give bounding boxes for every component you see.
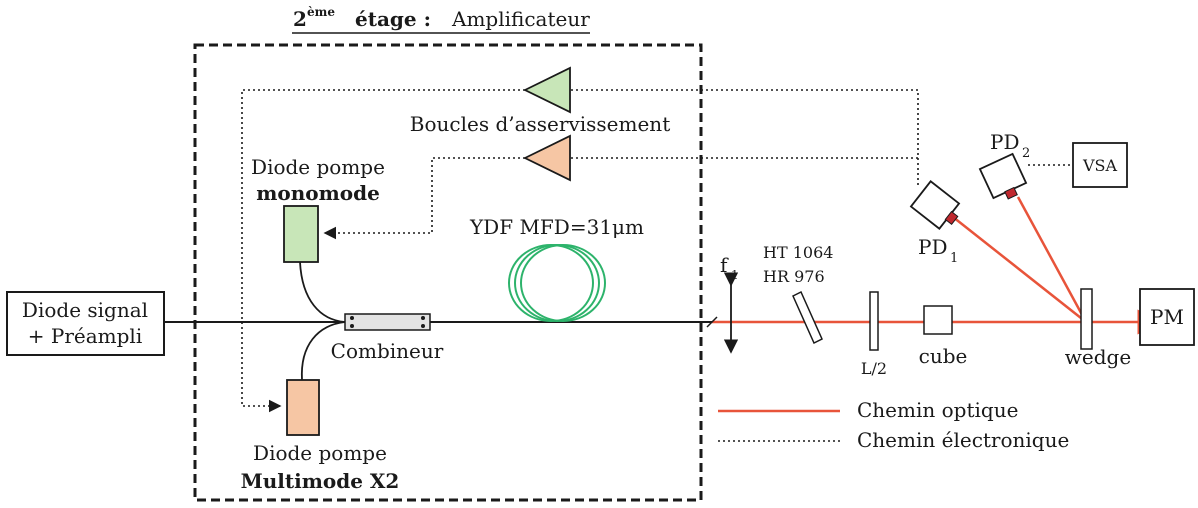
wedge-rect	[1080, 288, 1093, 350]
amplifier-stage-box	[193, 43, 703, 502]
coil-loop-2	[508, 244, 594, 322]
fiber-label: YDF MFD=31μm	[469, 215, 644, 239]
pump-mono-label-2: monomode	[256, 181, 380, 205]
electronic-paths	[241, 89, 1073, 413]
signal-diode-rect	[6, 291, 165, 356]
pd2-tip	[1004, 186, 1018, 200]
vsa-label: VSA	[1082, 156, 1118, 175]
mirror-plate	[792, 290, 823, 345]
coil-loop-3	[520, 244, 606, 322]
combiner-label: Combineur	[331, 339, 444, 363]
stage-title-name: Amplificateur	[451, 7, 590, 31]
pump-mono-label-1: Diode pompe	[251, 155, 385, 179]
stage-title-number: 2	[293, 7, 307, 31]
pd1-label: PD	[918, 235, 948, 259]
dichroic-mirror: HT 1064 HR 976	[763, 243, 833, 345]
pm-rect	[1139, 288, 1195, 346]
wedge-label: wedge	[1065, 345, 1131, 369]
pd2-sub: 2	[1022, 146, 1030, 161]
pump-multi-label-1: Diode pompe	[253, 441, 387, 465]
coil-loop-1	[514, 244, 600, 322]
multi-pump-fiber	[301, 321, 346, 381]
signal-diode-label-2: + Préampli	[28, 324, 142, 348]
vsa-box: VSA	[1072, 142, 1128, 188]
mirror-label-1: HT 1064	[763, 243, 833, 262]
beam-to-pd2	[1016, 196, 1088, 323]
feedback-amp-orange	[522, 134, 571, 182]
pump-multi-rect	[286, 379, 320, 436]
pump-multi-label-2: Multimode X2	[241, 469, 400, 493]
stage-title-suffix: ème	[307, 5, 335, 19]
power-meter: PM	[1139, 288, 1195, 346]
signal-diode-label-1: Diode signal	[22, 298, 148, 322]
loop-green-right	[570, 89, 919, 185]
lens-f1-sub: 1	[731, 268, 739, 282]
stage-title-word: étage :	[355, 7, 431, 31]
polarizing-cube: cube	[919, 305, 968, 368]
cube-rect	[923, 305, 953, 335]
lens-f1: f 1	[720, 253, 739, 354]
signal-diode-box: Diode signal + Préampli	[6, 291, 165, 356]
cube-label: cube	[919, 344, 968, 368]
half-wave-plate: L/2	[861, 291, 887, 378]
pump-mono-rect	[283, 205, 319, 263]
legend: Chemin optique Chemin électronique	[718, 398, 1069, 452]
loop-green-left	[241, 89, 525, 413]
lens-f1-label: f	[720, 253, 729, 277]
vsa-rect	[1072, 142, 1128, 188]
photodiode-pd1: PD 1	[909, 180, 961, 266]
half-wave-label: L/2	[861, 359, 887, 378]
pd1-tip	[944, 210, 959, 226]
combiner: Combineur	[331, 313, 444, 363]
pd2-body	[978, 152, 1028, 200]
feedback-amp-green	[522, 66, 571, 114]
pump-diode-monomode: Diode pompe monomode	[251, 155, 385, 263]
wedge: wedge	[1065, 288, 1131, 369]
mono-pump-fiber	[299, 261, 346, 323]
beam-to-pd1	[952, 216, 1087, 323]
photodiode-pd2: PD 2	[978, 130, 1030, 200]
legend-optical-label: Chemin optique	[857, 398, 1018, 422]
fiber-end-cleave	[706, 316, 718, 328]
pd1-sub: 1	[950, 251, 958, 266]
stage-title: 2 ème étage : Amplificateur	[292, 5, 590, 34]
pd2-label: PD	[990, 130, 1020, 154]
pm-label: PM	[1150, 305, 1184, 329]
pump-diode-multimode: Diode pompe Multimode X2	[241, 379, 400, 493]
combiner-body	[344, 313, 431, 331]
half-wave-plate-rect	[869, 291, 879, 351]
loop-orange-left	[323, 157, 525, 240]
mirror-label-2: HR 976	[763, 267, 825, 286]
feedback-loops-label: Boucles d’asservissement	[410, 112, 670, 136]
ydf-fiber-coil: YDF MFD=31μm	[469, 215, 644, 322]
legend-electronic-label: Chemin électronique	[857, 428, 1069, 452]
